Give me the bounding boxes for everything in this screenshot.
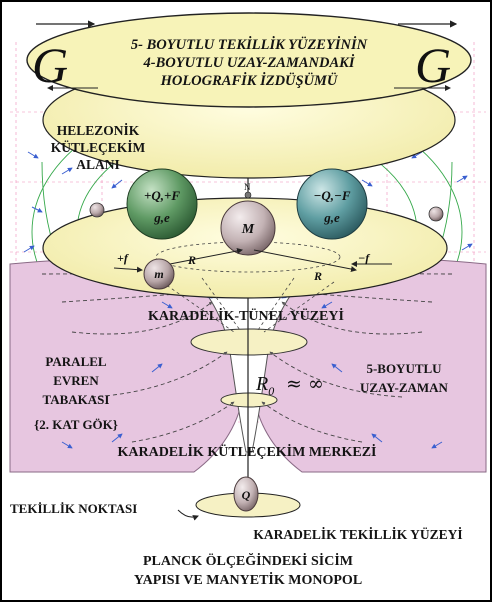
helical-label-line-1: HELEZONİK: [57, 123, 140, 138]
north-pole-dot: [244, 191, 252, 199]
right-charged-sphere: [296, 168, 368, 240]
central-mass-label: M: [241, 222, 255, 237]
tunnel-surface-label: KARADELİK-TÜNEL YÜZEYİ: [148, 307, 344, 324]
title-line-3: HOLOGRAFİK İZDÜŞÜMÜ: [160, 72, 339, 89]
title-line-1: 5- BOYUTLU TEKİLLİK YÜZEYİNİN: [131, 36, 368, 53]
radius-label-right: R: [313, 269, 322, 283]
right-sphere-ge: g,e: [323, 210, 340, 225]
five-dim-label-line-1: 5-BOYUTLU: [366, 361, 442, 376]
footer-line-2: YAPISI VE MANYETİK MONOPOL: [134, 571, 362, 588]
r0-symbol: R0: [255, 373, 274, 398]
plus-f-arrow: [113, 266, 143, 273]
radius-label-left: R: [187, 253, 196, 267]
left-sphere-charge: +Q,+F: [144, 188, 180, 203]
parallel-label-line-2: EVREN: [53, 373, 99, 388]
singularity-point-label: TEKİLLİK NOKTASI: [10, 501, 137, 516]
parallel-label-line-4: {2. KAT GÖK}: [34, 417, 118, 432]
left-g-symbol: G: [32, 37, 68, 93]
small-mass-label: m: [154, 267, 163, 281]
q-sphere-label: Q: [242, 488, 251, 502]
convergence-lines: [161, 277, 335, 333]
small-mass-sphere: [143, 258, 175, 290]
radius-line-right: [253, 249, 357, 272]
radius-line-left: [169, 248, 243, 265]
five-dim-label-line-2: UZAY-ZAMAN: [360, 380, 448, 395]
right-sphere-charge: −Q,−F: [313, 188, 350, 203]
tunnel-ellipse-upper: [190, 328, 308, 356]
left-sphere-ge: g,e: [153, 210, 170, 225]
left-charged-sphere: [126, 168, 198, 240]
helical-label-line-2: KÜTLEÇEKİM: [51, 140, 146, 155]
orbit-sphere-right: [428, 206, 444, 222]
helical-label-line-3: ALANI: [76, 157, 120, 172]
minus-f-label: −f: [358, 251, 370, 265]
n-marker: N: [244, 182, 251, 192]
right-g-symbol: G: [415, 37, 451, 93]
parallel-label-line-1: PARALEL: [45, 354, 106, 369]
singularity-surface-label: KARADELİK TEKİLLİK YÜZEYİ: [253, 527, 462, 542]
singularity-pointer: [177, 509, 199, 521]
plus-f-label: +f: [117, 251, 129, 265]
orbit-sphere-left: [89, 202, 105, 218]
title-line-2: 4-BOYUTLU UZAY-ZAMANDAKİ: [143, 54, 356, 71]
inner-orbit-dashed: [155, 241, 341, 273]
footer-line-1: PLANCK ÖLÇEĞİNDEKİ SİCİM: [143, 552, 353, 569]
central-mass-sphere: [220, 200, 276, 256]
approx-infinity: ≈ ∞: [286, 373, 324, 395]
title-ellipse: [26, 12, 472, 108]
parallel-label-line-3: TABAKASI: [43, 392, 110, 407]
gravity-center-label: KARADELİK KÜTLEÇEKİM MERKEZİ: [117, 443, 376, 460]
q-sphere: [233, 476, 259, 512]
